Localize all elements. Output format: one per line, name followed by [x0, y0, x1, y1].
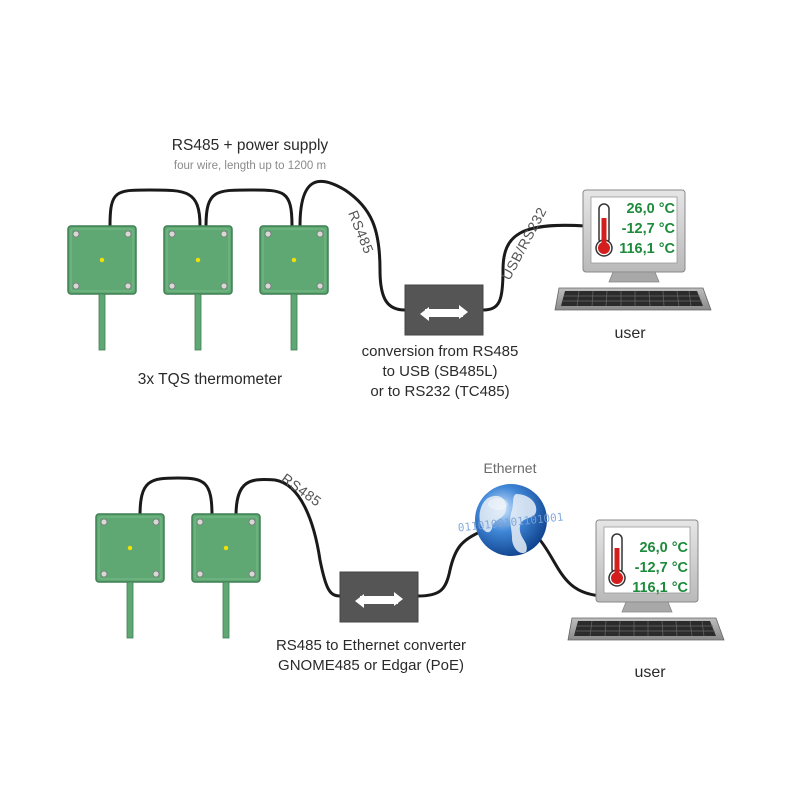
reading-2: -12,7 °C [622, 221, 676, 237]
converter-description-top: conversion from RS485 to USB (SB485L) or… [340, 342, 540, 402]
bottom-wires [138, 476, 607, 598]
bus-title: RS485 + power supply [171, 137, 329, 154]
top-diagram: 26,0 °C -12,7 °C 116,1 °C [67, 179, 712, 351]
converter-line-3: or to RS232 (TC485) [370, 383, 510, 400]
bus-subtitle: four wire, length up to 1200 m [173, 160, 327, 172]
reading-3: 116,1 °C [619, 241, 675, 257]
converter-description-bottom: RS485 to Ethernet converter GNOME485 or … [256, 636, 486, 676]
sensor-5 [191, 513, 261, 639]
ethernet-label: Ethernet [483, 460, 537, 476]
sensor-1 [67, 225, 137, 351]
converter-line-1: conversion from RS485 [361, 343, 519, 360]
reading-1: 26,0 °C [626, 201, 675, 217]
sensors-label: 3x TQS thermometer [137, 371, 283, 388]
globe-icon [475, 484, 547, 556]
ethernet-converter [339, 571, 419, 623]
top-wires [108, 179, 587, 312]
bottom-diagram: 0110100101101001 26,0 °C -12,7 °C 116,1 … [95, 476, 725, 641]
converter-line-4: RS485 to Ethernet converter [275, 637, 467, 654]
reading-6: 116,1 °C [632, 580, 688, 596]
reading-4: 26,0 °C [639, 540, 688, 556]
converter-line-2: to USB (SB485L) [382, 363, 498, 380]
converter-line-5: GNOME485 or Edgar (PoE) [278, 657, 464, 674]
reading-5: -12,7 °C [635, 560, 689, 576]
user-label-top: user [614, 325, 646, 342]
user-label-bottom: user [634, 664, 666, 681]
sensor-3 [259, 225, 329, 351]
sensor-4 [95, 513, 165, 639]
usb-converter [404, 284, 484, 336]
sensor-2 [163, 225, 233, 351]
